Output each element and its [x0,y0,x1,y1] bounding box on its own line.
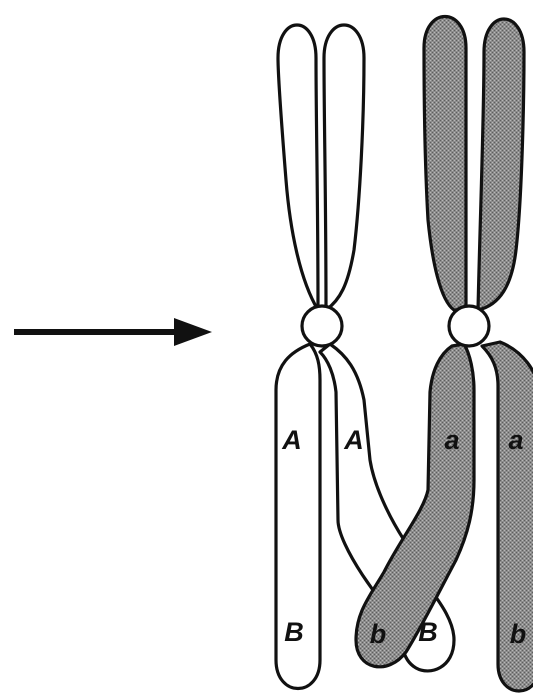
arrow [14,318,212,346]
label-white-2-upper: A [343,425,364,455]
white-upper-arm-right [324,25,364,310]
gray-homolog [356,17,533,692]
label-white-1-lower: B [284,617,304,647]
gray-upper-arm-left [424,17,466,311]
label-gray-2-upper: a [508,425,523,455]
gray-centromere [449,306,489,346]
arrow-head [174,318,212,346]
label-gray-1-upper: a [444,425,459,455]
white-upper-arm-left [278,25,318,310]
white-centromere [302,306,342,346]
gray-upper-arm-right [478,19,524,310]
label-white-1-upper: A [281,425,302,455]
label-white-2-lower: B [418,617,438,647]
label-gray-2-lower: b [510,619,527,649]
label-gray-1-lower: b [370,619,387,649]
